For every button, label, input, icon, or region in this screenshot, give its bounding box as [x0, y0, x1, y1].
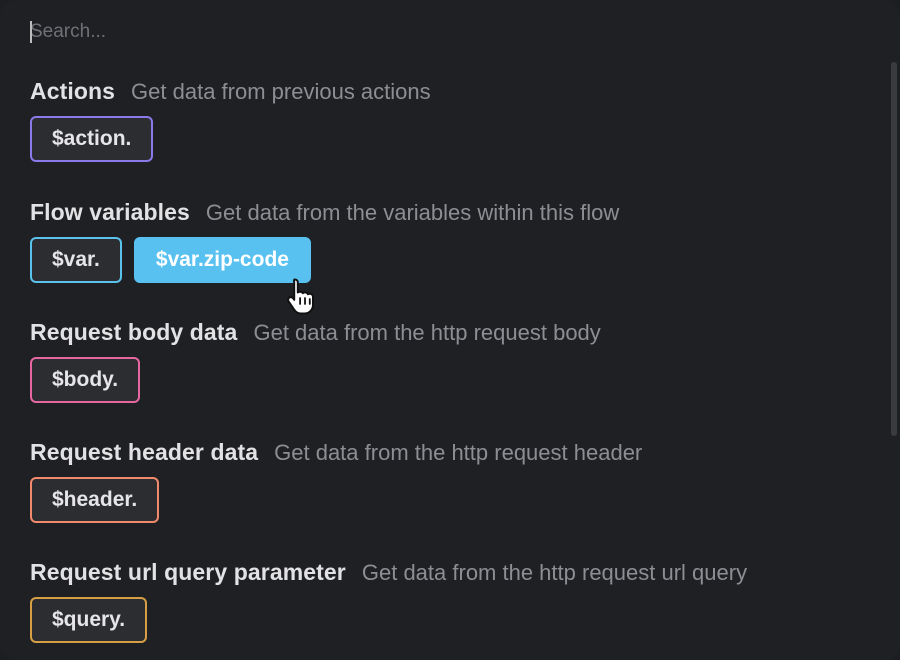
section-header: Request header data Get data from the ht…: [30, 439, 870, 469]
section-request-url-query: Request url query parameter Get data fro…: [30, 559, 870, 643]
section-flow-variables: Flow variables Get data from the variabl…: [30, 199, 870, 283]
section-header: Actions Get data from previous actions: [30, 78, 870, 108]
section-title: Request url query parameter: [30, 559, 346, 585]
chip-group: $action.: [30, 116, 154, 162]
section-title: Actions: [30, 78, 116, 104]
chip-var-zip-code[interactable]: $var.zip-code: [133, 237, 311, 283]
chip-group: $query.: [30, 597, 148, 643]
section-actions: Actions Get data from previous actions $…: [30, 78, 870, 162]
chip-var[interactable]: $var.: [30, 237, 122, 283]
section-title: Request body data: [30, 319, 238, 345]
chip-header[interactable]: $header.: [30, 477, 160, 523]
section-request-body: Request body data Get data from the http…: [30, 319, 870, 403]
chip-action[interactable]: $action.: [30, 116, 154, 162]
scrollbar[interactable]: [888, 62, 900, 436]
chip-group: $var. $var.zip-code: [30, 237, 311, 283]
section-header: Flow variables Get data from the variabl…: [30, 199, 870, 229]
chip-group: $body.: [30, 357, 141, 403]
search-box[interactable]: [30, 18, 830, 46]
section-description: Get data from the variables within this …: [205, 200, 620, 225]
section-request-header: Request header data Get data from the ht…: [30, 439, 870, 523]
section-description: Get data from the http request body: [253, 320, 601, 345]
section-description: Get data from previous actions: [131, 79, 431, 104]
chip-group: $header.: [30, 477, 160, 523]
section-description: Get data from the http request url query: [361, 560, 748, 585]
section-title: Flow variables: [30, 199, 190, 225]
chip-body[interactable]: $body.: [30, 357, 141, 403]
section-header: Request url query parameter Get data fro…: [30, 559, 870, 589]
scrollbar-thumb[interactable]: [891, 62, 897, 436]
hand-pointer-icon: [287, 278, 314, 315]
section-header: Request body data Get data from the http…: [30, 319, 870, 349]
search-input[interactable]: [30, 18, 830, 46]
section-description: Get data from the http request header: [274, 440, 643, 465]
section-title: Request header data: [30, 439, 259, 465]
chip-query[interactable]: $query.: [30, 597, 148, 643]
text-caret: [30, 21, 32, 43]
